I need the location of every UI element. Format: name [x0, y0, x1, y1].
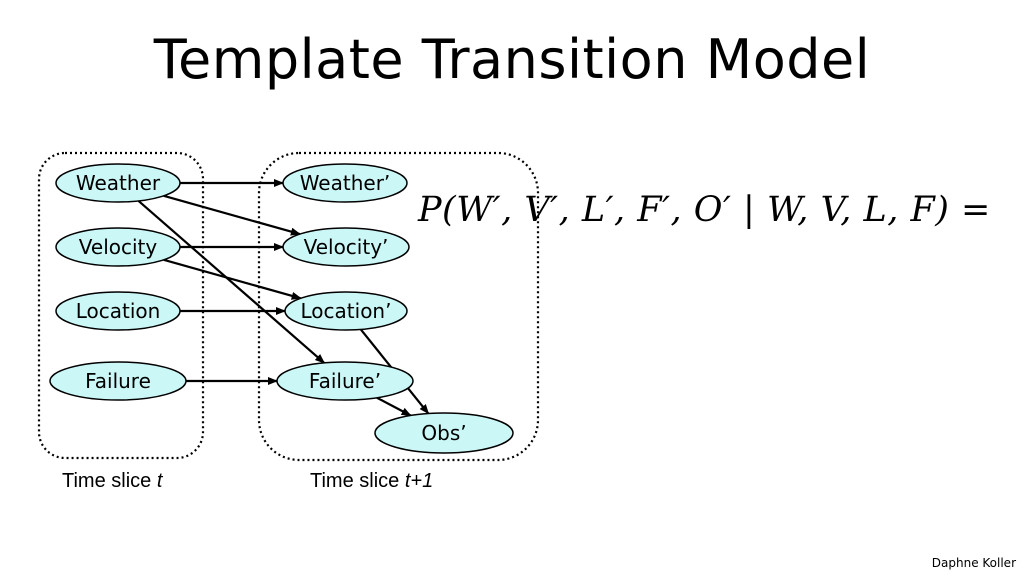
- time-slice-t1-label: Time slice t+1: [310, 470, 434, 492]
- edge-velocity-to-location_p: [163, 258, 302, 300]
- node-velocity: Velocity: [55, 227, 181, 267]
- node-velocity-prime: Velocity’: [282, 227, 410, 267]
- edge-weather-to-failure_p: [137, 200, 326, 364]
- svg-text:Failure: Failure: [85, 369, 151, 393]
- slide-title: Template Transition Model: [153, 28, 871, 91]
- svg-text:Location: Location: [76, 299, 161, 323]
- time-slice-t-box: [37, 151, 205, 460]
- node-weather: Weather: [55, 163, 181, 203]
- svg-text:Velocity: Velocity: [79, 235, 158, 259]
- edges: [137, 179, 430, 417]
- svg-text:Location’: Location’: [301, 299, 392, 323]
- author-credit: Daphne Koller: [931, 556, 1016, 570]
- node-obs-prime: Obs’: [374, 412, 514, 454]
- svg-text:Obs’: Obs’: [421, 421, 466, 445]
- svg-text:Weather: Weather: [76, 171, 161, 195]
- svg-text:Velocity’: Velocity’: [304, 235, 389, 259]
- node-failure: Failure: [49, 361, 187, 401]
- edge-failure_p-to-obs_p: [376, 396, 412, 417]
- node-failure-prime: Failure’: [276, 361, 414, 401]
- node-weather-prime: Weather’: [282, 163, 408, 203]
- node-location-prime: Location’: [284, 291, 408, 331]
- svg-text:Weather’: Weather’: [300, 171, 391, 195]
- transition-formula: P(W′, V′, L′, F′, O′ | W, V, L, F) =: [418, 190, 991, 230]
- edge-weather-to-velocity_p: [163, 194, 301, 236]
- node-location: Location: [55, 291, 181, 331]
- svg-text:Failure’: Failure’: [309, 369, 381, 393]
- time-slice-t-label: Time slice t: [62, 470, 163, 492]
